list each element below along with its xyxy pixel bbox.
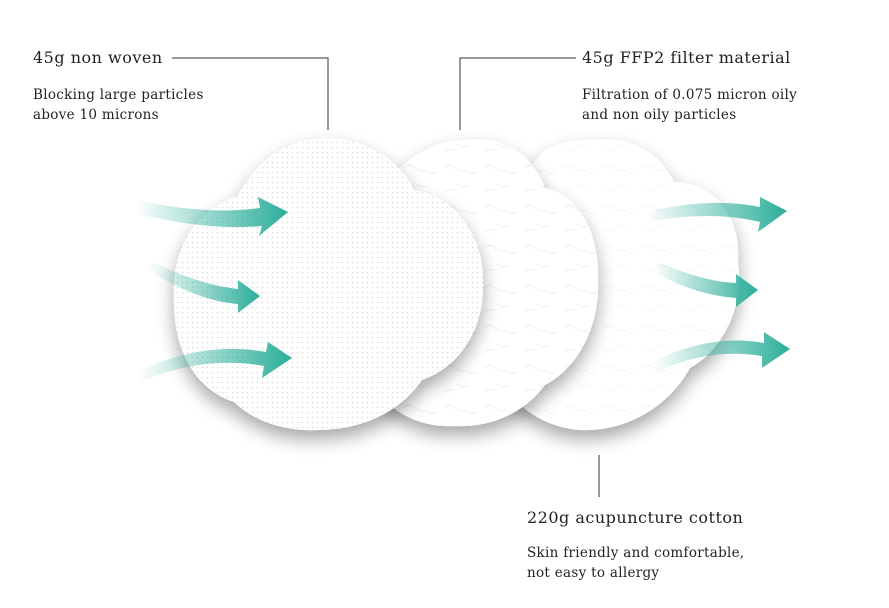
leader-line-ffp2	[460, 58, 576, 130]
layer-title: 45g FFP2 filter material	[582, 48, 797, 67]
layer-description: Blocking large particles above 10 micron…	[33, 85, 204, 125]
label-non-woven: 45g non woven Blocking large particles a…	[33, 48, 204, 125]
label-ffp2-filter: 45g FFP2 filter material Filtration of 0…	[582, 48, 797, 125]
layer-description: Skin friendly and comfortable, not easy …	[527, 543, 745, 583]
layer-title: 220g acupuncture cotton	[527, 508, 745, 527]
layer-title: 45g non woven	[33, 48, 204, 67]
label-acupuncture-cotton: 220g acupuncture cotton Skin friendly an…	[527, 508, 745, 583]
layer-description: Filtration of 0.075 micron oily and non …	[582, 85, 797, 125]
